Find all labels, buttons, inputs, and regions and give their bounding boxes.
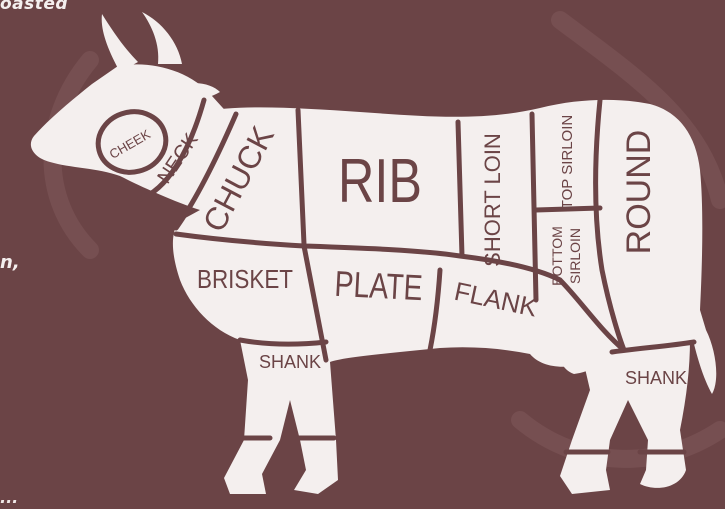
label-shank-front: SHANK — [259, 352, 321, 372]
label-shank-rear: SHANK — [625, 368, 687, 388]
label-brisket: BRISKET — [197, 264, 293, 294]
label-bottom-sirloin-1: BOTTOM — [549, 226, 565, 286]
text-fragment-bottom: ... — [0, 488, 18, 507]
label-short-loin: SHORT LOIN — [480, 133, 505, 267]
label-plate: PLATE — [334, 263, 424, 309]
cow-silhouette — [31, 12, 716, 494]
right-horn — [142, 12, 182, 64]
left-horn — [102, 14, 138, 72]
label-bottom-sirloin-2: SIRLOIN — [567, 228, 583, 284]
label-round: ROUND — [620, 130, 658, 255]
label-top-sirloin: TOP SIRLOIN — [559, 115, 576, 209]
label-rib: RIB — [338, 147, 422, 216]
